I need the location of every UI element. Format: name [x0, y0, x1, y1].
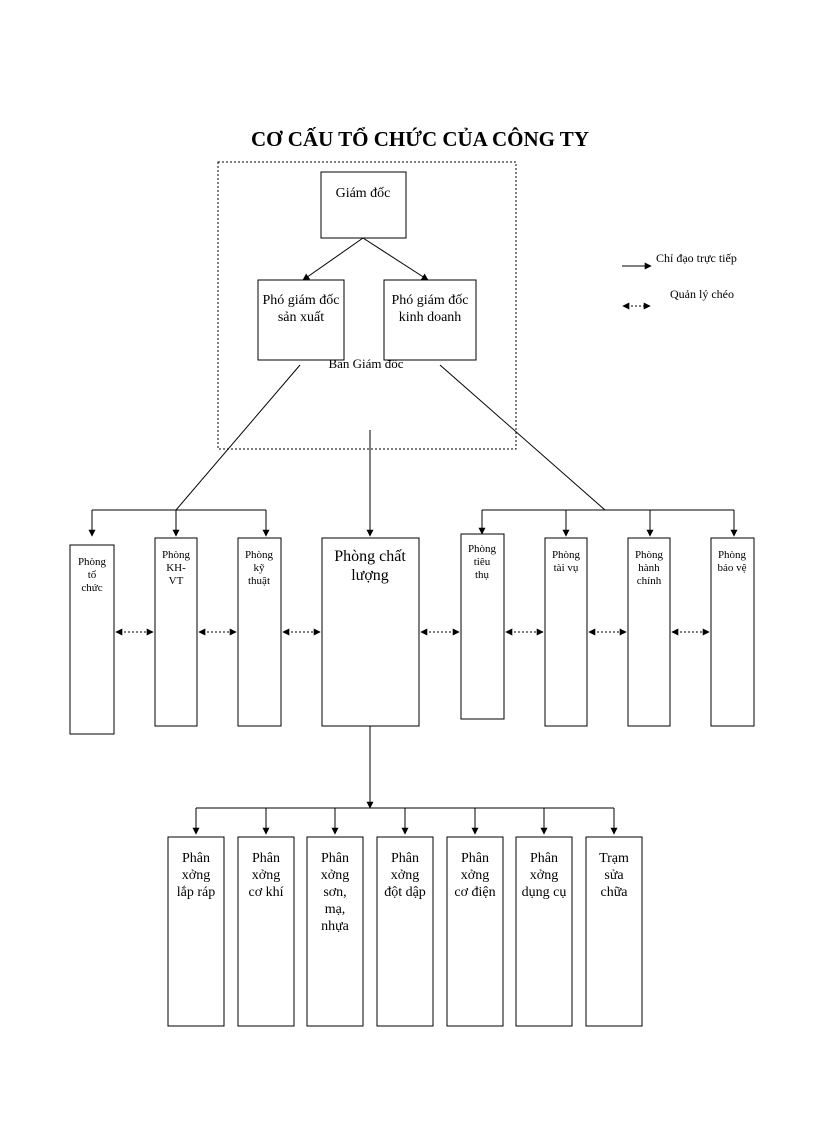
label-line: Phân: [461, 851, 489, 866]
label-line: cơ khí: [248, 885, 283, 900]
label-line: xởng: [461, 868, 489, 883]
label-line: Phân: [182, 851, 210, 866]
label-line: Phân: [530, 851, 558, 866]
label-line: chữa: [600, 885, 628, 900]
label-line: Phòng chất: [334, 548, 406, 565]
director-box: [320, 171, 407, 239]
arrow-director-to-deputy-production: [302, 237, 364, 281]
label-line: Phó giám đốc: [392, 293, 469, 308]
line-deputy-production-down: [175, 364, 301, 511]
label-line: Phó giám đốc: [263, 293, 340, 308]
label-line: Phân: [252, 851, 280, 866]
label-line: cơ điện: [454, 885, 495, 900]
label-line: xởng: [530, 868, 558, 883]
label-line: kỹ: [254, 562, 266, 574]
label-line: sửa: [604, 868, 624, 883]
label-line: xởng: [252, 868, 280, 883]
label-line: Phòng: [468, 543, 497, 555]
label-line: đột dập: [384, 885, 426, 900]
dept-box-hanh-chinh: [627, 537, 671, 727]
chart-title: CƠ CẤU TỔ CHỨC CỦA CÔNG TY: [251, 127, 589, 151]
dept-box-bao-ve: [710, 537, 755, 727]
workshop-label-dung-cu: Phân xởng dụng cụ: [522, 851, 567, 900]
label-line: lượng: [351, 567, 389, 584]
workshop-label-lap-rap: Phân xởng lắp ráp: [177, 851, 215, 900]
label-line: xởng: [182, 868, 210, 883]
label-line: thuật: [248, 575, 270, 587]
deputy-business-label: Phó giám đốc kinh doanh: [392, 293, 469, 325]
label-line: Giám đốc: [336, 186, 391, 201]
legend-cross-label: Quản lý chéo: [670, 287, 734, 301]
dept-box-chat-luong: [321, 537, 420, 727]
label-line: sản xuất: [278, 310, 324, 325]
workshop-box-co-khi: [237, 836, 295, 1027]
workshop-label-co-dien: Phân xởng cơ điện: [454, 851, 495, 900]
deputy-production-label: Phó giám đốc sản xuất: [263, 293, 340, 325]
board-frame: [217, 161, 517, 450]
workshop-label-co-khi: Phân xởng cơ khí: [248, 851, 283, 900]
dept-box-ky-thuat: [237, 537, 282, 727]
deputy-production-box: [257, 279, 345, 361]
label-line: chức: [81, 582, 102, 594]
label-line: mạ,: [325, 902, 346, 917]
dept-box-kh-vt: [154, 537, 198, 727]
label-line: dụng cụ: [522, 885, 567, 900]
label-line: xởng: [321, 868, 349, 883]
label-line: thụ: [475, 569, 490, 581]
arrow-director-to-deputy-business: [362, 237, 429, 281]
label-line: Phân: [321, 851, 349, 866]
label-line: Phòng: [635, 549, 664, 561]
label-line: Trạm: [599, 851, 629, 866]
dept-label-chat-luong: Phòng chất lượng: [334, 548, 406, 584]
workshop-label-son-ma-nhua: Phân xởng sơn, mạ, nhựa: [321, 851, 350, 934]
workshop-box-son-ma-nhua: [306, 836, 364, 1027]
dept-box-to-chuc: [69, 544, 115, 735]
label-line: chính: [637, 575, 662, 587]
label-line: kinh doanh: [399, 310, 462, 325]
label-line: Phòng: [718, 549, 747, 561]
label-line: hành: [638, 562, 660, 574]
label-line: KH-: [166, 562, 186, 574]
label-line: tiêu: [474, 556, 491, 568]
label-line: Phòng: [552, 549, 581, 561]
dept-box-tai-vu: [544, 537, 588, 727]
workshop-label-sua-chua: Trạm sửa chữa: [599, 851, 629, 900]
dept-box-tieu-thu: [460, 533, 505, 720]
deputy-business-box: [383, 279, 477, 361]
director-label: Giám đốc: [336, 186, 391, 201]
legend-direct-label: Chỉ đạo trực tiếp: [656, 251, 737, 265]
label-line: VT: [169, 575, 184, 587]
label-line: Phòng: [162, 549, 191, 561]
workshop-box-lap-rap: [167, 836, 225, 1027]
label-line: xởng: [391, 868, 419, 883]
line-deputy-business-down: [439, 364, 606, 511]
workshop-box-dung-cu: [515, 836, 573, 1027]
label-line: lắp ráp: [177, 885, 215, 900]
label-line: tổ: [88, 569, 97, 581]
label-line: nhựa: [321, 919, 350, 934]
workshop-box-sua-chua: [585, 836, 643, 1027]
label-line: tài vụ: [554, 562, 579, 574]
workshop-label-dot-dap: Phân xởng đột dập: [384, 851, 426, 900]
label-line: bảo vệ: [717, 562, 746, 574]
label-line: Phòng: [78, 556, 107, 568]
label-line: Phân: [391, 851, 419, 866]
workshop-box-co-dien: [446, 836, 504, 1027]
label-line: sơn,: [323, 885, 346, 900]
workshop-box-dot-dap: [376, 836, 434, 1027]
label-line: Phòng: [245, 549, 274, 561]
